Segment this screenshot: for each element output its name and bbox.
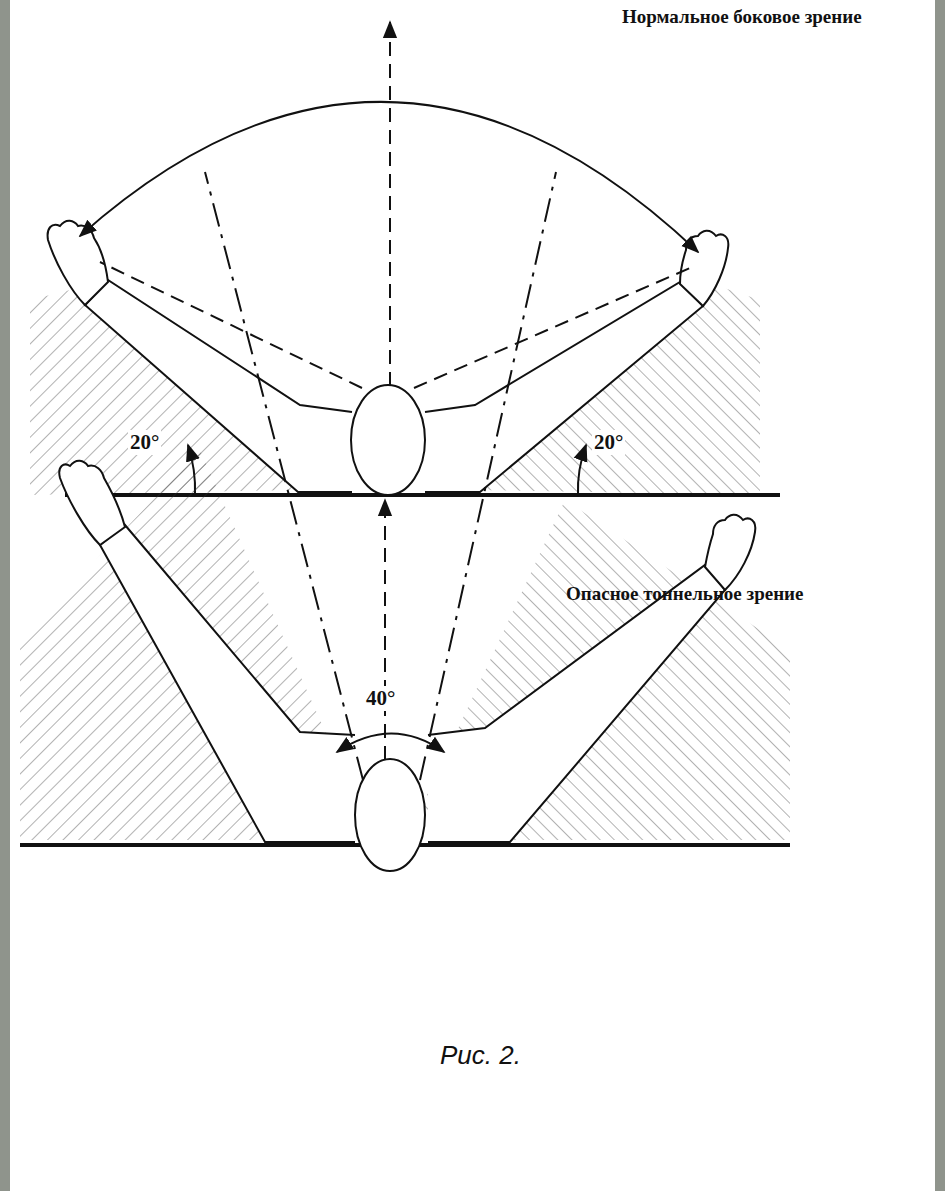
- normal-vision-figure: [30, 22, 780, 495]
- figure-caption: Рис. 2.: [440, 1040, 521, 1071]
- angle-label: 20°: [128, 430, 161, 455]
- tunnel-vision-figure: [20, 172, 790, 871]
- section-heading: Опасное тоннельное зрение: [566, 583, 804, 605]
- angle-label: 20°: [592, 430, 625, 455]
- section-heading: Нормальное боковое зрение: [622, 6, 862, 28]
- angle-label: 40°: [364, 686, 397, 711]
